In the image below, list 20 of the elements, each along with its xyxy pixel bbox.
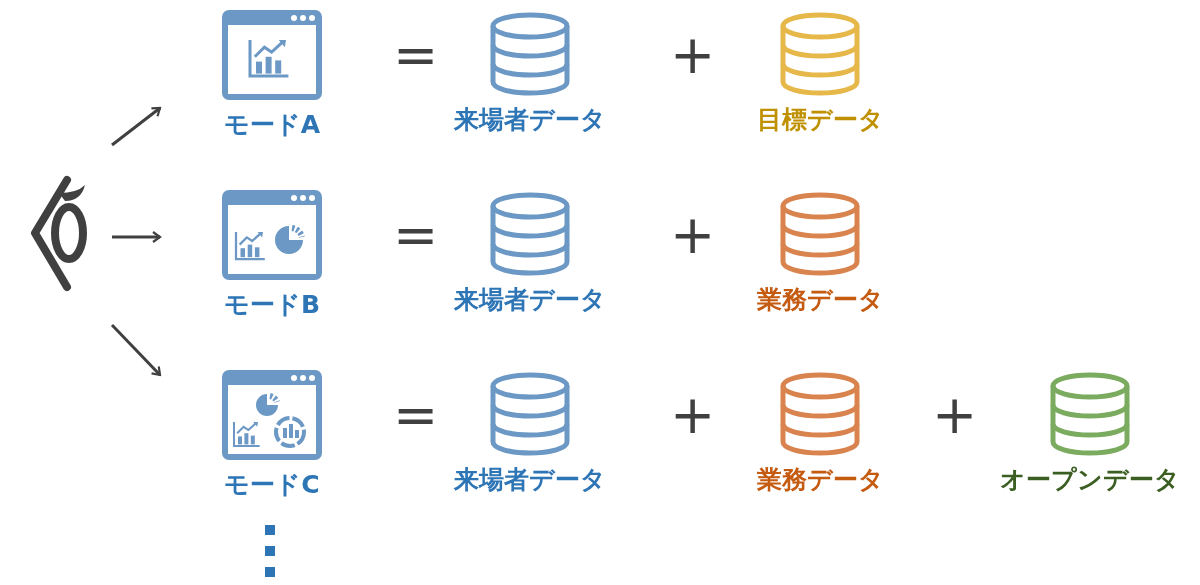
operator-sign: + [670, 28, 716, 82]
data-label: 目標データ [756, 105, 884, 135]
operator-sign: = [393, 28, 439, 82]
data-label: 業務データ [756, 285, 884, 315]
data-label: 来場者データ [454, 105, 606, 135]
operator-sign: + [670, 208, 716, 262]
mode-label: モードB [223, 290, 321, 320]
arrow [110, 323, 162, 377]
operator-sign: + [932, 388, 978, 442]
data-label: オープンデータ [1000, 465, 1180, 495]
arrow [111, 106, 162, 147]
operator-sign: = [393, 388, 439, 442]
data-label: 来場者データ [454, 465, 606, 495]
arrow [112, 230, 162, 244]
mode-label: モードC [224, 470, 320, 500]
operator-sign: + [670, 388, 716, 442]
data-label: 業務データ [756, 465, 884, 495]
data-label: 来場者データ [454, 285, 606, 315]
mode-label: モードA [223, 110, 321, 140]
operator-sign: = [393, 208, 439, 262]
